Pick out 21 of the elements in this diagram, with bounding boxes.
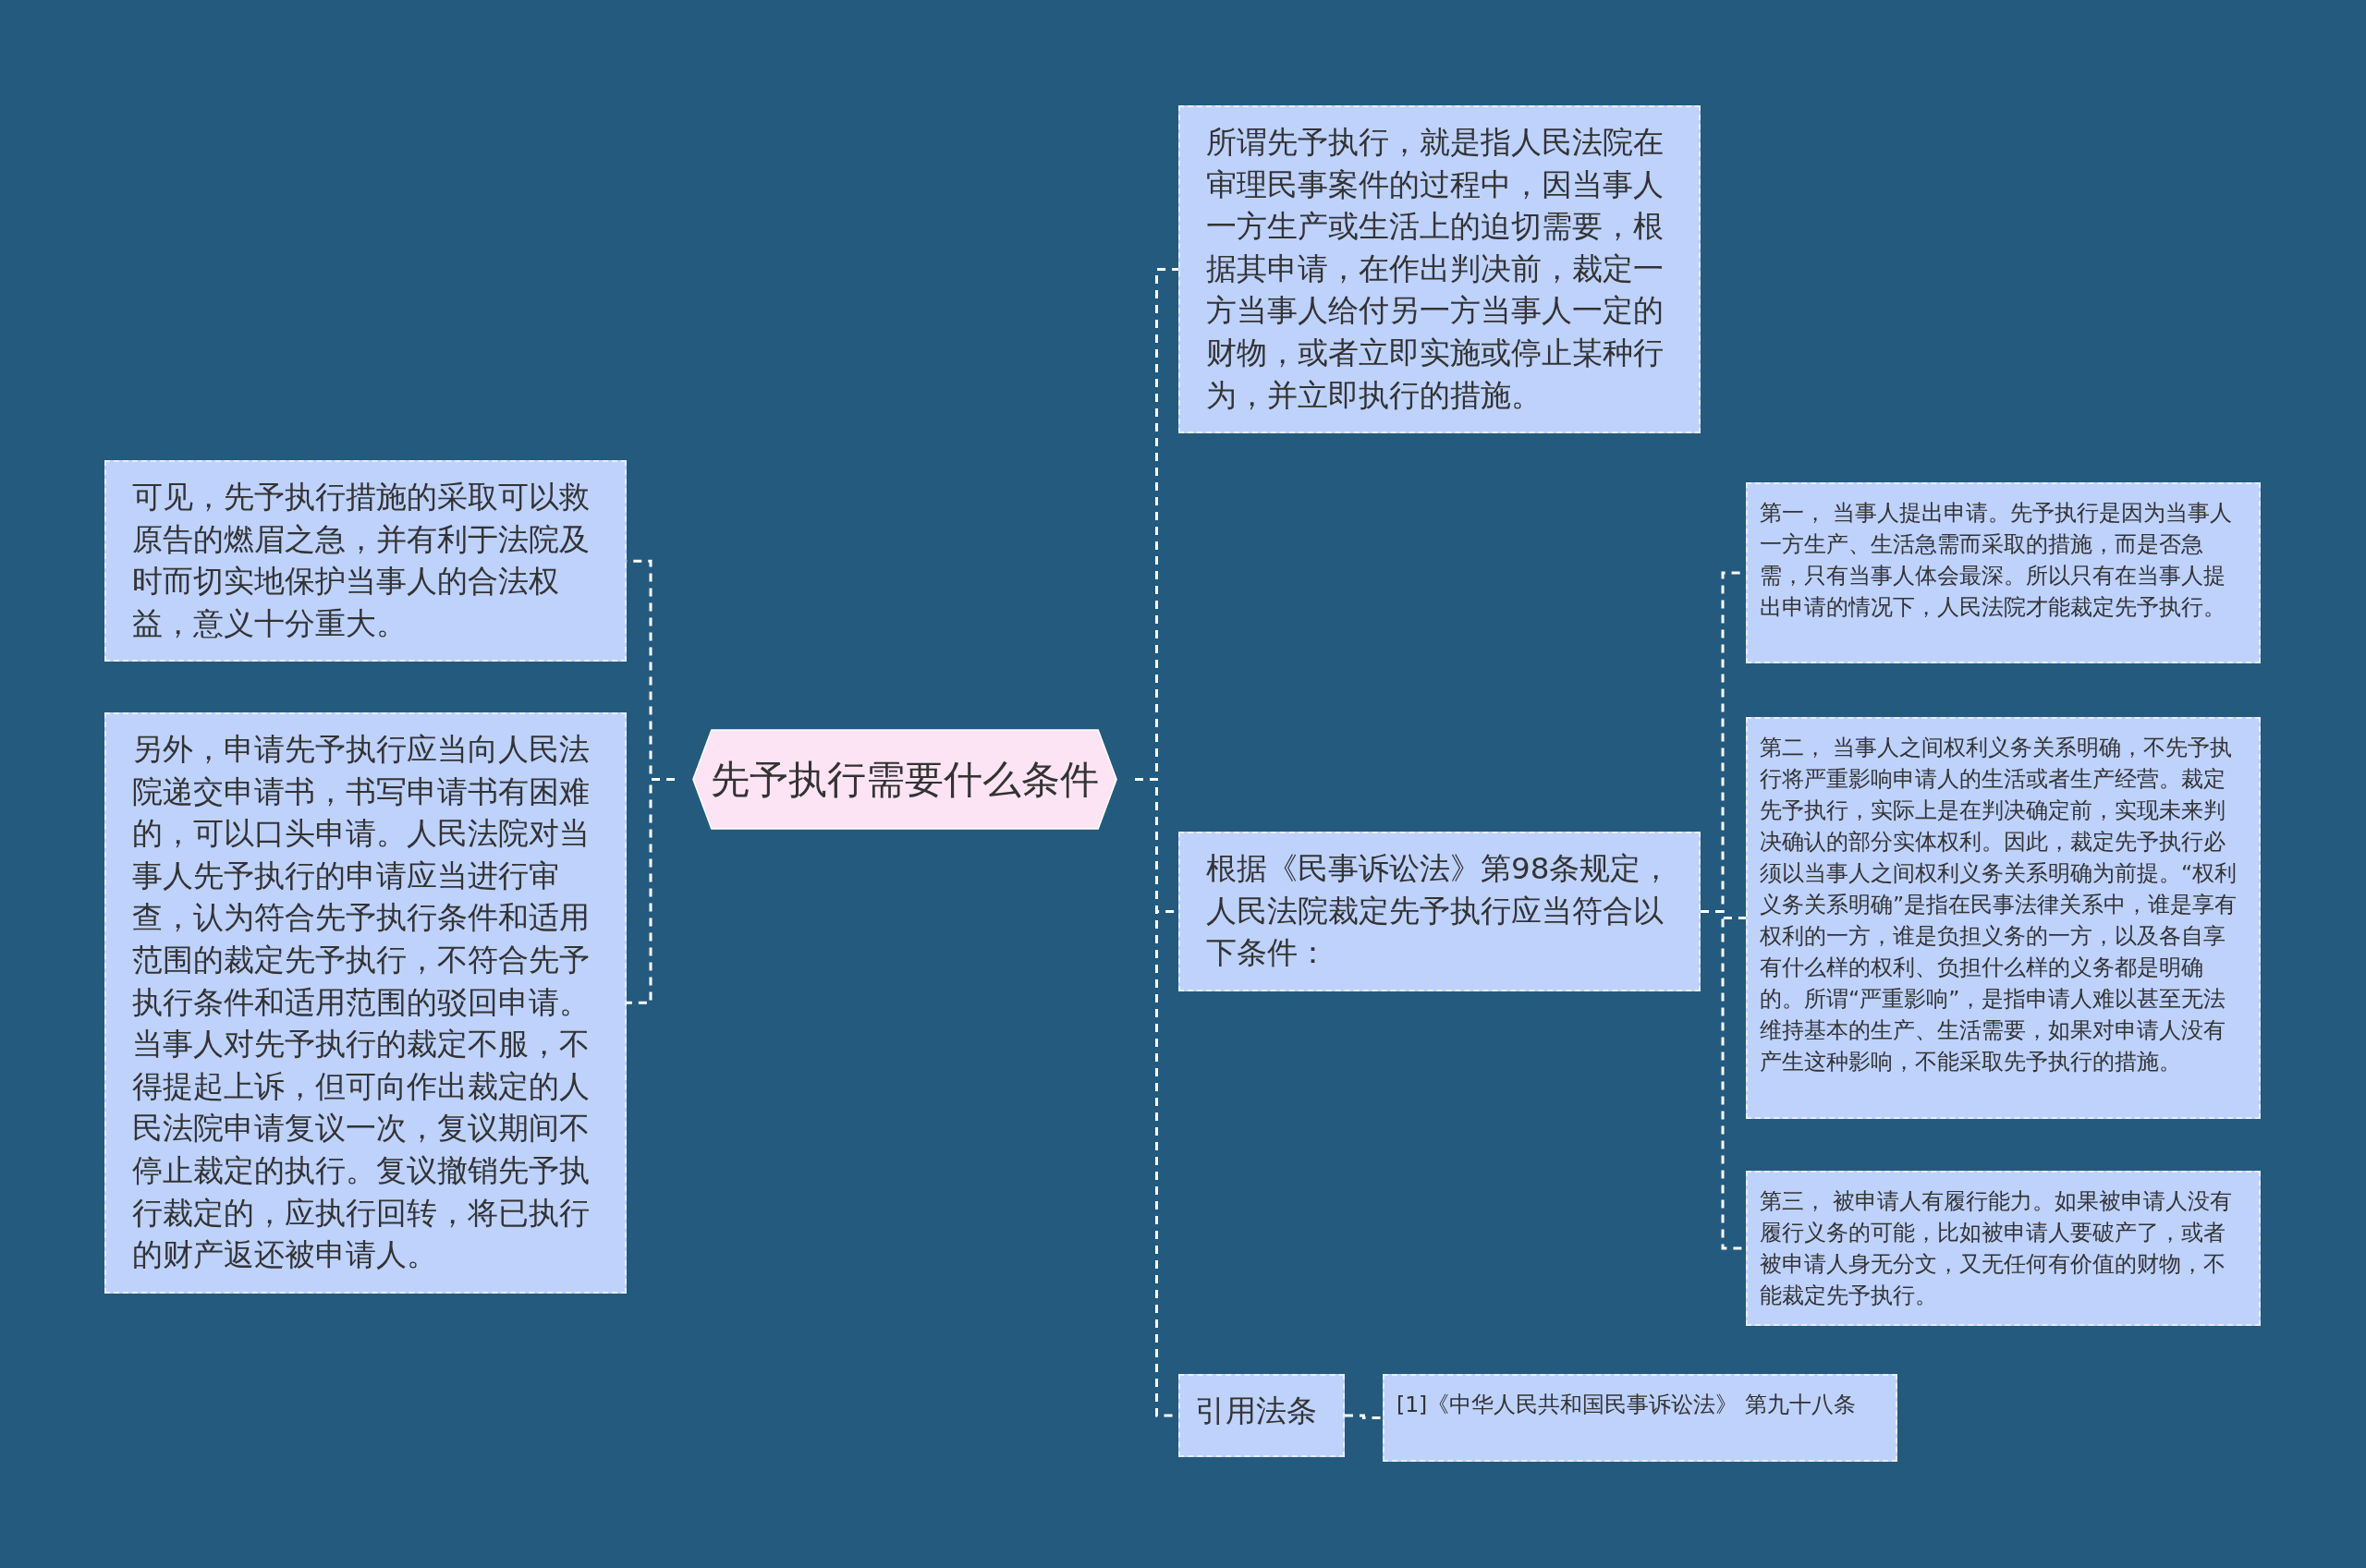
text-card <box>1178 832 1701 991</box>
text-card <box>1178 105 1701 434</box>
text-card <box>1178 1374 1345 1457</box>
card-text: 第二， 当事人之间权利义务关系明确，不先予执行将严重影响申请人的生活或者生产经营。裁定先予执行，实际上是在判决确定前，实现未来判决确认的部分实体权利。因此，裁定先予执行必须以当事人之间权利义务关系明确为前提。“权利义务关系明确”是指在民事法律关系中，谁是享有权利的一方，谁是负担义务的一方，以及各自享有什么样的权利、负担什么样的义务都是明确的。所谓“严重影响”，是指申请人难以甚至无法维持基本的生产、生活需要，如果对申请人没有产生这种影响，不能采取先予执行的措施。 <box>1760 734 2238 1076</box>
text-card <box>1383 1374 1897 1462</box>
text-card <box>104 712 627 1294</box>
card-text: [1]《中华人民共和国民事诉讼法》 第九十八条 <box>1396 1391 1857 1419</box>
connector-line <box>627 778 675 1004</box>
text-card <box>1746 717 2261 1119</box>
card-text: 引用法条 <box>1195 1392 1318 1430</box>
card-text: 所谓先予执行，就是指人民法院在审理民事案件的过程中，因当事人一方生产或生活上的迫切需要，根据其申请，在作出判决前，裁定一方当事人给付另一方当事人一定的财物，或者立即实施或停止某种行为，并立即执行的措施。 <box>1206 124 1665 415</box>
card-text: 根据《民事诉讼法》第98条规定，人民法院裁定先予执行应当符合以下条件： <box>1206 850 1673 973</box>
topic-title: 先予执行需要什么条件 <box>711 755 1099 804</box>
card-text: 另外，申请先予执行应当向人民法院递交申请书，书写申请书有困难的，可以口头申请。人民法院对当事人先予执行的申请应当进行审查，认为符合先予执行条件和适用范围的裁定先予执行，不符合先予执行条件和适用范围的驳回申请。当事人对先予执行的裁定不服，不得提起上诉，但可向作出裁定的人民法院申请复议一次，复议期间不停止裁定的执行。复议撤销先予执行裁定的，应执行回转，将已执行的财产返还被申请人。 <box>132 731 591 1275</box>
text-card <box>1746 482 2261 663</box>
card-text: 第一， 当事人提出申请。先予执行是因为当事人一方生产、生活急需而采取的措施，而是否急需，只有当事人体会最深。所以只有在当事人提出申请的情况下，人民法院才能裁定先予执行。 <box>1760 499 2234 622</box>
connector-line <box>1345 1414 1383 1419</box>
card-text: 可见，先予执行措施的采取可以救原告的燃眉之急，并有利于法院及时而切实地保护当事人的合法权益，意义十分重大。 <box>132 479 591 643</box>
text-card <box>104 460 627 662</box>
card-text: 第三， 被申请人有履行能力。如果被申请人没有履行义务的可能，比如被申请人要破产了，或者被申请人身无分文，又无任何有价值的财物，不能裁定先予执行。 <box>1760 1187 2234 1310</box>
text-card <box>1746 1171 2261 1326</box>
